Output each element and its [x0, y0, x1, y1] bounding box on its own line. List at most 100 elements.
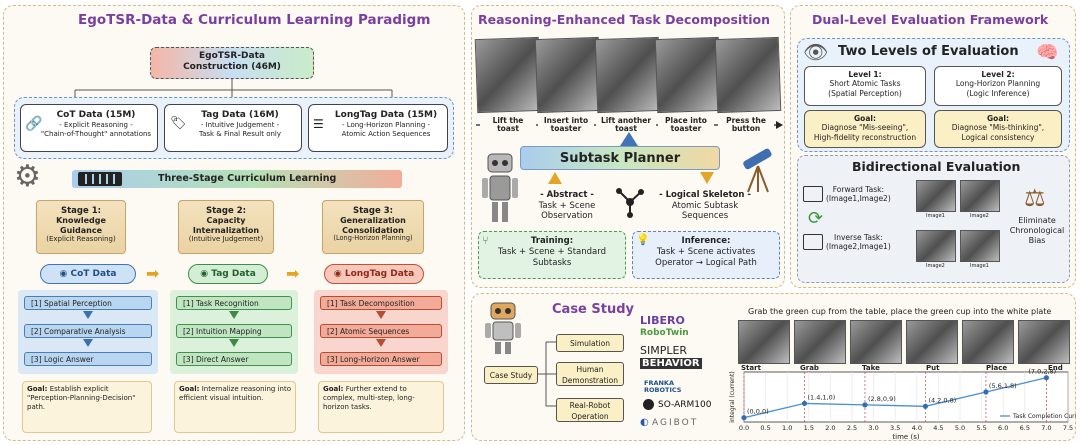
- stage-3-sub: (Long-Horizon Planning): [333, 234, 413, 243]
- step-4-a: Place into: [665, 116, 707, 125]
- tag-item-1: [1] Task Recognition: [176, 296, 292, 310]
- longtag-pill-label: LongTag Data: [344, 269, 415, 279]
- eliminate-line2: Chronological: [1009, 226, 1065, 235]
- inference-line2: Operator → Logical Path: [655, 258, 757, 269]
- image-caption-3: Image2: [926, 263, 945, 269]
- abstract-block: - Abstract - Task + Scene Observation: [522, 190, 612, 222]
- cot-data-desc1: - Explicit Reasoning -: [59, 121, 133, 130]
- case-instruction: Grab the green cup from the table, place…: [748, 307, 1052, 316]
- level-2-line1: Long-Horizon Planning: [955, 79, 1041, 89]
- scales-icon: ⚖: [1024, 184, 1046, 212]
- goal-label-3: Goal:: [323, 385, 344, 393]
- eye-icon-large: 👁: [803, 40, 829, 64]
- tag-data-title: Tag Data (16M): [201, 110, 279, 120]
- frame-label-place: Place: [986, 364, 1008, 372]
- case-root-box: Case Study: [484, 366, 538, 384]
- frame-label-put: Put: [926, 364, 940, 372]
- list-icon: ☰: [313, 117, 324, 131]
- cot-data-title: CoT Data (15M): [56, 110, 136, 120]
- bidirectional-title: Bidirectional Evaluation: [852, 159, 1021, 174]
- data-point: [741, 415, 747, 421]
- eliminate-line3: Bias: [1028, 236, 1046, 245]
- forward-task-line2: (Image1,Image2): [826, 194, 891, 204]
- goal-box-3: Goal: Further extend to complex, multi-s…: [318, 381, 444, 433]
- logo-so-arm: SO-ARM100: [658, 400, 712, 410]
- goal-label-1: Goal:: [27, 385, 48, 393]
- case-frame-place: [962, 320, 1014, 364]
- training-line2: Subtasks: [532, 258, 572, 269]
- image-caption-1: Image1: [926, 213, 945, 219]
- x-tick-label: 4.0: [912, 424, 922, 432]
- down-arrow: [229, 311, 239, 319]
- case-tree-lines: [538, 341, 556, 407]
- down-arrow-icon: [700, 172, 714, 184]
- logo-so-arm-icon: [643, 399, 654, 410]
- two-levels-title: Two Levels of Evaluation: [838, 44, 1019, 59]
- cot-item-1: [1] Spatial Perception: [24, 296, 152, 310]
- step-3-a: Lift another: [600, 116, 652, 125]
- frame-label-take: Take: [862, 364, 880, 372]
- goal-2-line2: Logical consistency: [961, 132, 1035, 142]
- construction-line2: Construction (46M): [183, 62, 281, 73]
- case-frame-start: [738, 320, 790, 364]
- goal-box-2: Goal: Internalize reasoning into efficie…: [174, 381, 296, 433]
- curriculum-panel-title: EgoTSR-Data & Curriculum Learning Paradi…: [78, 12, 431, 28]
- step-4-b: toaster: [670, 124, 702, 134]
- inverse-task-line2: (Image2,Image1): [826, 242, 891, 252]
- decomposition-panel-title: Reasoning-Enhanced Task Decomposition: [478, 12, 770, 27]
- x-tick-label: 0.5: [760, 424, 770, 432]
- level-1-box: Level 1: Short Atomic Tasks (Spatial Per…: [804, 66, 926, 106]
- step-3-b: toast: [615, 124, 637, 134]
- logo-franka: FRANKA ROBOTICS: [644, 379, 682, 395]
- cot-data-box: CoT Data (15M) - Explicit Reasoning - "C…: [20, 104, 158, 152]
- level-1-title: Level 1:: [848, 70, 882, 79]
- x-tick-label: 5.5: [976, 424, 986, 432]
- stage-1-scroll: Stage 1: Knowledge Guidance (Explicit Re…: [36, 200, 126, 254]
- data-point: [801, 400, 808, 407]
- logo-libero: LIBERO: [640, 314, 685, 327]
- goal-text-2: Internalize reasoning into efficient vis…: [179, 385, 291, 402]
- x-tick-label: 1.5: [804, 424, 814, 432]
- skeleton-title: - Logical Skeleton -: [659, 190, 751, 200]
- down-arrow: [83, 339, 93, 347]
- eval-image-1: [916, 180, 956, 212]
- data-label: (0,0,0): [747, 408, 769, 416]
- agibot-icon: ◐: [640, 417, 649, 428]
- goal-1-line1: Diagnose "Mis-seeing",: [821, 123, 909, 133]
- goal-1-title: Goal:: [854, 114, 876, 123]
- longtag-data-pill: ◉ LongTag Data: [324, 264, 424, 284]
- gear-icon: ⚙: [14, 159, 41, 194]
- data-label: (5.6,1,8): [989, 382, 1017, 390]
- image-icon: [803, 186, 823, 202]
- abstract-line1: Task + Scene: [538, 200, 596, 211]
- eye-icon-2: ◉: [200, 269, 212, 279]
- data-label: (7.0,2,8): [1028, 368, 1056, 376]
- task-frame-5: [714, 36, 782, 114]
- network-icon: [616, 188, 644, 218]
- data-point: [1043, 375, 1049, 381]
- legend-label: Task Completion Curve: [1012, 413, 1076, 420]
- inference-box: Inference: Task + Scene activates Operat…: [632, 231, 780, 279]
- longtag-data-title: LongTag Data (15M): [334, 110, 438, 120]
- tag-data-box: Tag Data (16M) - Intuitive Judgement - T…: [164, 104, 302, 152]
- step-2-b: toaster: [550, 124, 582, 134]
- case-frame-put: [906, 320, 958, 364]
- task-frame-2: [534, 36, 602, 114]
- branch-real-robot: Real-Robot Operation: [556, 398, 624, 422]
- tag-item-3: [3] Direct Answer: [176, 352, 292, 366]
- task-frame-1: [474, 36, 542, 114]
- data-label: (4.2,0,8): [928, 396, 956, 404]
- series-line: [743, 377, 1047, 419]
- goal-2-title: Goal:: [987, 114, 1009, 123]
- arrow-right-icon-2: ➡: [286, 264, 300, 283]
- level-2-line2: (Logic Inference): [966, 88, 1030, 98]
- case-frame-grab: [794, 320, 846, 364]
- case-frame-take: [850, 320, 902, 364]
- goal-box-1: Goal: Establish explicit "Perception-Pla…: [22, 381, 152, 433]
- level-2-title: Level 2:: [981, 70, 1015, 79]
- tag-data-desc2: Task & Final Result only: [198, 130, 282, 138]
